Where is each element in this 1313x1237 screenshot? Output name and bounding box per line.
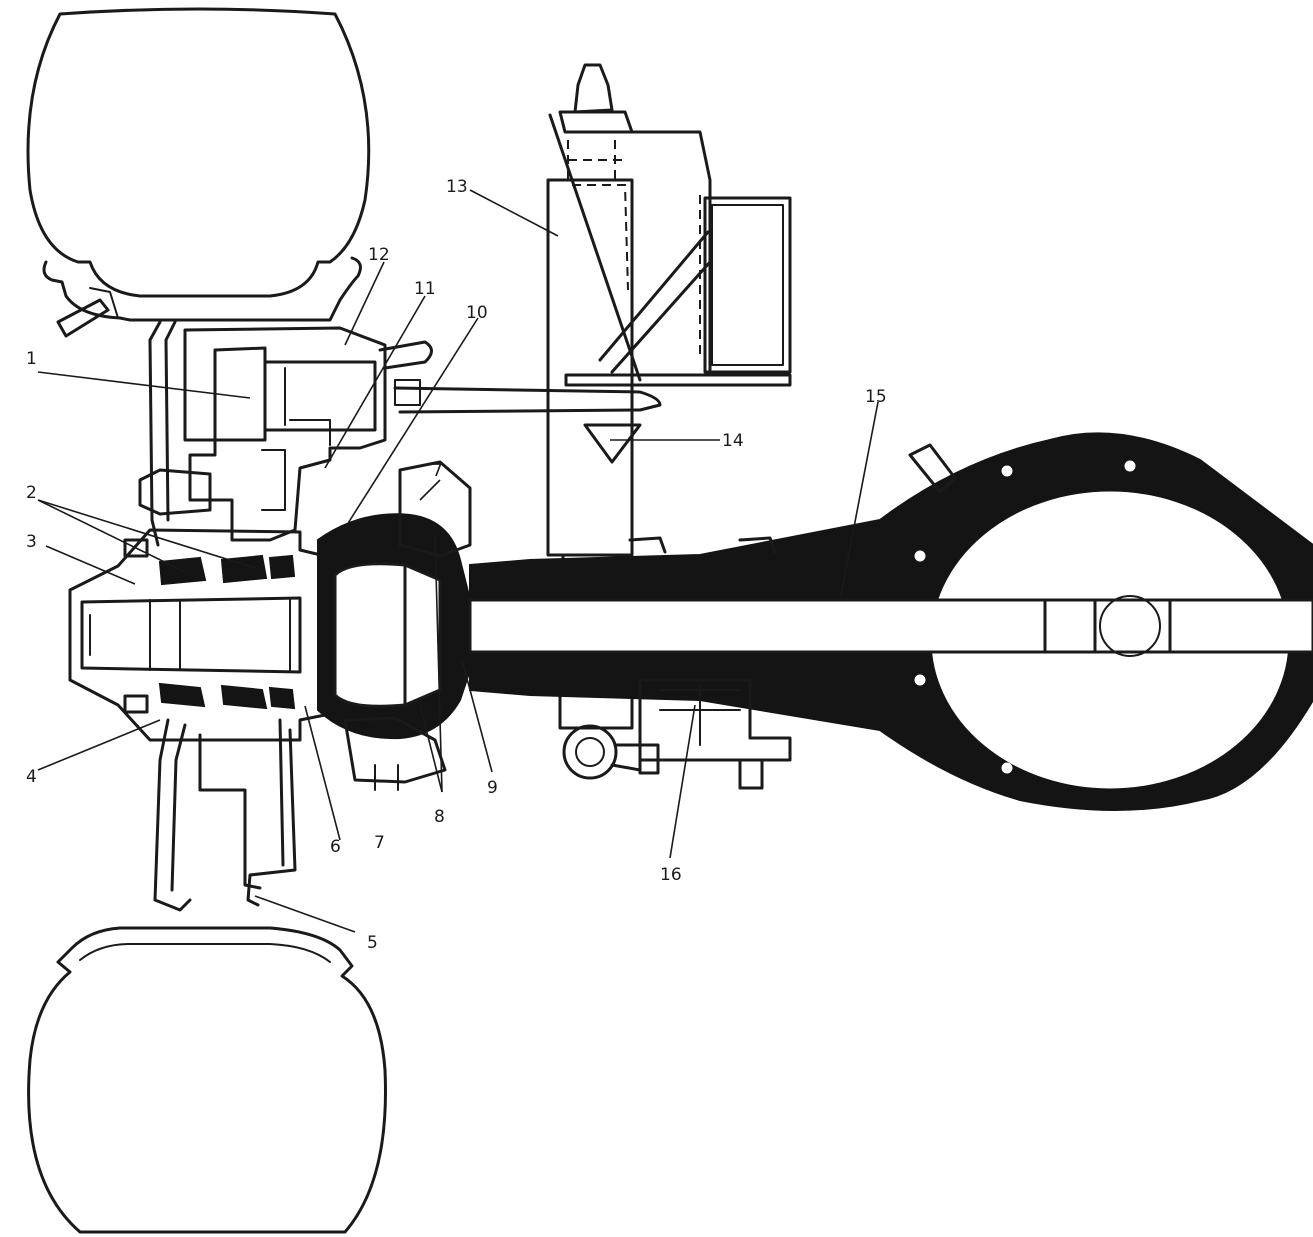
housing-bolts <box>914 460 1221 774</box>
callout-12: 12 <box>368 245 390 265</box>
callout-3: 3 <box>26 532 37 552</box>
cv-joint <box>317 460 472 791</box>
callout-5: 5 <box>367 933 378 953</box>
callout-10: 10 <box>466 303 488 323</box>
callout-2: 2 <box>26 483 37 503</box>
callout-1: 1 <box>26 349 37 369</box>
wheel-disc <box>148 320 297 912</box>
callout-8: 8 <box>434 807 445 827</box>
callout-13: 13 <box>446 177 468 197</box>
upper-tyre <box>26 7 371 338</box>
callout-leaders <box>37 189 879 933</box>
callout-11: 11 <box>414 279 436 299</box>
callout-15: 15 <box>865 387 887 407</box>
callout-6: 6 <box>330 837 341 857</box>
lower-tyre <box>27 926 387 1234</box>
callout-7-upper: 7 <box>432 461 443 481</box>
callout-16: 16 <box>660 865 682 885</box>
spring-bracket <box>562 678 792 790</box>
callout-7-lower: 7 <box>374 833 385 853</box>
hub-assembly <box>68 528 327 742</box>
axle-housing <box>468 432 1313 811</box>
callout-14: 14 <box>722 431 744 451</box>
brake-caliper <box>138 326 662 542</box>
callout-9: 9 <box>487 778 498 798</box>
callout-labels: 1 2 3 4 5 6 7 7 8 9 10 11 12 13 14 15 16 <box>26 177 887 953</box>
callout-4: 4 <box>26 767 37 787</box>
